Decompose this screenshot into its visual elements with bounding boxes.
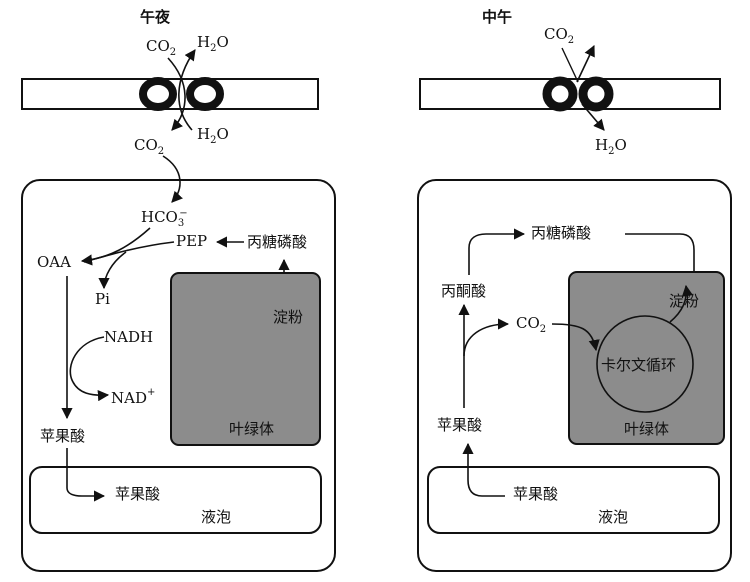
- noon-panel: 中午 CO2 H2O 丙糖磷酸 丙酮酸 淀粉 叶绿体 卡尔文循环 CO2: [417, 8, 732, 572]
- night-nadh-to-nad-arrow: [69, 336, 110, 402]
- noon-co2-label: CO2: [544, 25, 574, 46]
- night-stoma-icon: [139, 77, 224, 111]
- noon-co2-to-calvin-arrow: [551, 323, 600, 352]
- night-oaa-label: OAA: [37, 253, 71, 271]
- noon-co2-exit-line: [561, 47, 579, 83]
- night-malate-to-vacuole-arrow: [66, 448, 106, 502]
- night-malate-cytosol-label: 苹果酸: [40, 427, 85, 445]
- night-co2-top-label: CO2: [146, 37, 176, 58]
- noon-vacuole-to-malate-arrow: [462, 442, 505, 497]
- night-pi-label: Pi: [95, 290, 110, 308]
- noon-co2-inner-label: CO2: [516, 314, 546, 335]
- noon-malate-cytosol-label: 苹果酸: [437, 416, 482, 434]
- night-co2-bottom-label: CO2: [134, 136, 164, 157]
- noon-stoma-icon: [542, 76, 614, 112]
- night-vacuole: [29, 466, 322, 534]
- noon-vacuole-label: 液泡: [598, 508, 628, 526]
- night-h2o-exit-arrow: [178, 49, 196, 131]
- night-h2o-top-label: H2O: [197, 33, 229, 54]
- night-triose-phosphate-label: 丙糖磷酸: [247, 233, 307, 251]
- night-hco3-label: HCO3−: [141, 208, 188, 229]
- noon-chloroplast-label: 叶绿体: [624, 420, 669, 438]
- noon-calvin-cycle-label: 卡尔文循环: [601, 356, 676, 374]
- noon-calvin-cycle: [596, 315, 694, 413]
- noon-malate-to-co2-arrow: [463, 318, 510, 357]
- noon-triose-phosphate-label: 丙糖磷酸: [531, 224, 591, 242]
- night-title: 午夜: [140, 8, 171, 26]
- night-h2o-mid-label: H2O: [197, 125, 229, 146]
- noon-pyruvate-label: 丙酮酸: [441, 282, 486, 300]
- night-nad-label: NAD+: [111, 387, 155, 407]
- noon-triose-to-starch-arrow: [625, 233, 700, 288]
- night-pi-release-arrow: [98, 251, 127, 290]
- night-starch-label: 淀粉: [273, 308, 303, 326]
- noon-h2o-label: H2O: [595, 136, 627, 157]
- night-chloroplast-label: 叶绿体: [229, 420, 274, 438]
- noon-malate-vacuole-label: 苹果酸: [513, 485, 558, 503]
- noon-co2-exit-arrow: [576, 44, 595, 83]
- night-pep-to-oaa-arrow: [83, 241, 175, 263]
- noon-h2o-exit-arrow: [581, 103, 605, 131]
- night-malate-vacuole-label: 苹果酸: [115, 485, 160, 503]
- noon-calvin-to-starch-arrow: [669, 284, 693, 323]
- night-vacuole-label: 液泡: [201, 508, 231, 526]
- night-nadh-label: NADH: [104, 328, 153, 346]
- noon-title: 中午: [482, 8, 512, 26]
- noon-starch-label: 淀粉: [669, 292, 699, 310]
- night-pep-label: PEP: [176, 232, 207, 250]
- noon-pyruvate-to-triose-arrow: [468, 228, 526, 275]
- night-panel: 午夜 CO2 H2O H2O CO2 HCO3− PEP 丙糖磷酸 OAA Pi: [21, 8, 336, 572]
- night-co2-to-hco3-arrow: [162, 155, 183, 203]
- night-chloroplast: [170, 272, 321, 446]
- night-co2-entry-arrow: [167, 57, 186, 131]
- noon-vacuole: [427, 466, 720, 534]
